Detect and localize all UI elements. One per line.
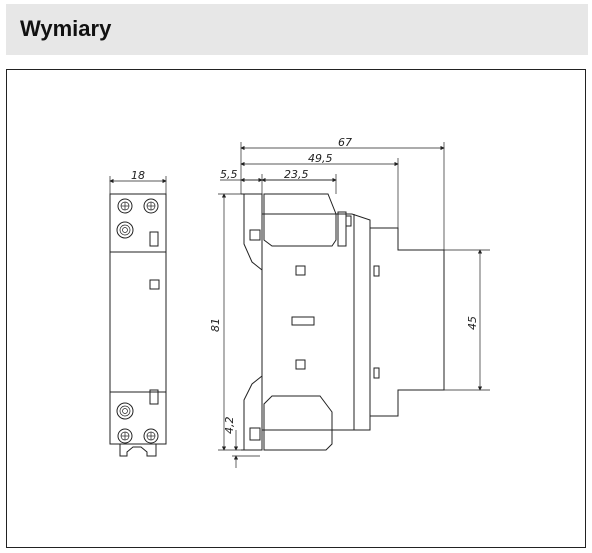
dim-depth-23-5: 23,5 bbox=[284, 168, 309, 181]
indicator-window bbox=[149, 279, 160, 290]
terminal-screws-top bbox=[116, 198, 159, 247]
dim-offset-5-5: 5,5 bbox=[220, 168, 238, 181]
terminal-screws-bottom bbox=[116, 389, 159, 444]
drawing-frame bbox=[6, 69, 586, 548]
top-terminal-block bbox=[263, 193, 337, 247]
din-clip bbox=[119, 444, 157, 457]
section-title: Wymiary bbox=[20, 16, 112, 41]
section-header: Wymiary bbox=[6, 4, 588, 55]
dim-front-width: 18 bbox=[131, 169, 145, 182]
dim-offset-4-2: 4,2 bbox=[223, 417, 236, 435]
dim-rail-45: 45 bbox=[466, 316, 479, 330]
dim-depth-49-5: 49,5 bbox=[308, 152, 333, 165]
dim-overall-depth: 67 bbox=[338, 136, 352, 149]
dim-height-81: 81 bbox=[209, 318, 222, 332]
bottom-terminal-block bbox=[263, 395, 333, 451]
din-rail-profile bbox=[370, 227, 445, 417]
side-view: 67 49,5 5,5 23,5 81 45 4,2 bbox=[209, 136, 490, 468]
front-view: 18 bbox=[109, 169, 167, 457]
